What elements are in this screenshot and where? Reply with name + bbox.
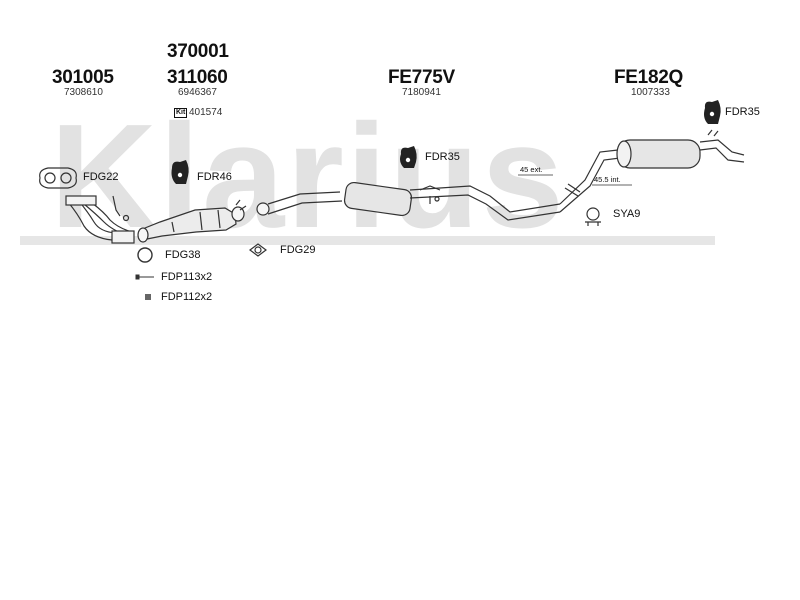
rubber-mount-fdr35-rear-icon (704, 100, 721, 124)
nut-fdp112-icon (145, 294, 151, 300)
part-number-fe182q: FE182Q (614, 67, 683, 88)
oe-number-1007333: 1007333 (631, 87, 670, 98)
bolt-fdp113-icon (135, 274, 154, 280)
oe-number-7180941: 7180941 (402, 87, 441, 98)
gasket-fdg22-icon (39, 167, 77, 189)
label-fdg38: FDG38 (165, 249, 201, 261)
rubber-mount-fdr35-mid-icon (400, 146, 417, 168)
dimension-lines (518, 174, 632, 186)
dimension-ext: 45 ext. (520, 165, 543, 174)
gasket-fdg38-icon (137, 247, 153, 263)
part-number-370001: 370001 (167, 41, 229, 62)
part-number-301005: 301005 (52, 67, 114, 88)
part-number-311060: 311060 (167, 67, 228, 88)
oe-number-7308610: 7308610 (64, 87, 103, 98)
label-fdr35-rear: FDR35 (725, 106, 760, 118)
rubber-mount-fdr46-icon (171, 160, 189, 184)
label-fdr46: FDR46 (197, 171, 232, 183)
dimension-int: 45.5 int. (594, 175, 621, 184)
watermark-bar (20, 236, 715, 245)
label-sya9: SYA9 (613, 208, 641, 220)
kit-badge: Kit (174, 108, 188, 118)
rear-silencer-section (559, 129, 745, 213)
label-fdp113: FDP113x2 (161, 271, 213, 283)
front-downpipe (65, 195, 135, 244)
oe-number-6946367: 6946367 (178, 87, 217, 98)
part-number-fe775v: FE775V (388, 67, 455, 88)
label-fdg29: FDG29 (280, 244, 316, 256)
watermark-text: Klarius (50, 94, 566, 259)
clamp-sya9-icon (585, 207, 601, 226)
kit-number: 401574 (189, 107, 223, 118)
label-fdp112: FDP112x2 (161, 291, 213, 303)
gasket-fdg29-icon (249, 243, 267, 257)
centre-silencer-section (256, 181, 561, 221)
label-fdr35-mid: FDR35 (425, 151, 460, 163)
catalytic-converter (137, 199, 247, 243)
label-fdg22: FDG22 (83, 171, 119, 183)
watermark: Klarius (20, 94, 715, 259)
